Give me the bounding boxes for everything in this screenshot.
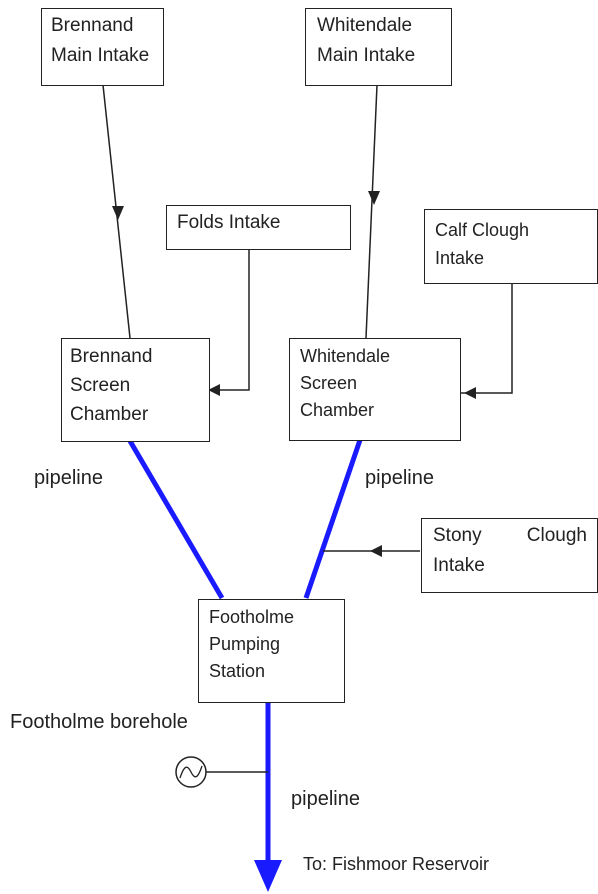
node-label-line: Calf Clough [435, 220, 530, 240]
node-label-line: Intake [433, 555, 485, 576]
node-stony-clough-intake: Stony Clough Intake [421, 518, 598, 593]
node-whitendale-screen-chamber: Whitendale Screen Chamber [289, 338, 461, 441]
pipeline-brennand-to-footholme [127, 439, 225, 600]
node-whitendale-main-intake: Whitendale Main Intake [305, 8, 452, 86]
node-label-line: Screen [70, 375, 131, 396]
arrow-stony-clough-icon [370, 545, 382, 557]
arrow-brennand-main-icon [112, 206, 124, 220]
node-label-line: Folds Intake [177, 212, 281, 233]
borehole-icon [175, 756, 207, 788]
node-label-line: Main Intake [317, 45, 416, 66]
node-label-line: Intake [435, 248, 485, 268]
pipeline-label-bottom: pipeline [291, 788, 360, 810]
node-label-line: Stony Clough [433, 521, 587, 551]
node-label-word: Stony [433, 525, 482, 546]
connector-calf-clough-to-whitendale-screen [460, 283, 513, 394]
pipeline-label-right: pipeline [365, 467, 434, 489]
pipeline-whitendale-to-footholme [303, 439, 363, 599]
arrow-calf-clough-icon [464, 387, 476, 399]
node-label-line: Footholme [209, 607, 295, 627]
node-label-line: Chamber [300, 400, 375, 420]
node-label-line: Screen [300, 373, 358, 393]
node-folds-intake: Folds Intake [166, 205, 351, 250]
node-calf-clough-intake: Calf Clough Intake [424, 209, 598, 284]
destination-label: To: Fishmoor Reservoir [303, 854, 490, 874]
connector-folds-to-brennand-screen [212, 249, 250, 391]
node-label-line: Pumping [209, 634, 281, 654]
node-label-line: Brennand [51, 15, 134, 36]
node-footholme-pumping-station: Footholme Pumping Station [198, 599, 345, 703]
pipeline-label-left: pipeline [34, 467, 103, 489]
connector-whitendale-main-to-screen [365, 84, 378, 339]
node-label-line: Whitendale [317, 15, 413, 36]
node-label-line: Chamber [70, 404, 149, 425]
arrow-whitendale-main-icon [368, 191, 380, 205]
node-label-line: Whitendale [300, 346, 391, 366]
pipeline-arrowhead-icon [254, 860, 282, 892]
node-label-line: Station [209, 661, 266, 681]
node-label-line: Main Intake [51, 45, 150, 66]
node-brennand-screen-chamber: Brennand Screen Chamber [61, 338, 210, 442]
borehole-label: Footholme borehole [10, 711, 188, 733]
arrow-folds-icon [208, 384, 220, 396]
node-brennand-main-intake: Brennand Main Intake [41, 8, 164, 86]
node-label-line: Brennand [70, 346, 153, 367]
node-label-word: Clough [526, 525, 587, 546]
